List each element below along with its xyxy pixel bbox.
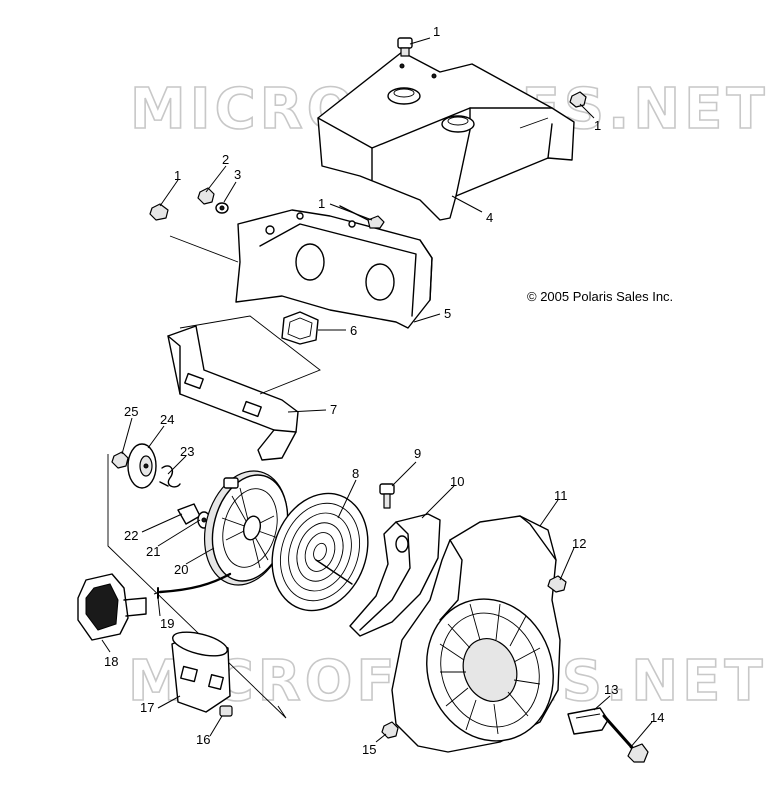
part-6-gasket: [281, 311, 319, 345]
callout-8: 8: [352, 466, 359, 481]
part-25-nut: [111, 451, 129, 469]
callout-22: 22: [124, 528, 138, 543]
part-17-cup: [171, 631, 231, 713]
callout-1-left: 1: [174, 168, 181, 183]
part-5-bracket: [235, 209, 433, 329]
callout-15: 15: [362, 742, 376, 757]
part-3-washer: [215, 202, 229, 214]
callout-21: 21: [146, 544, 160, 559]
callout-1-top: 1: [433, 24, 440, 39]
part-20-recoil-pulley: [203, 470, 289, 586]
part-16-nut: [219, 705, 233, 717]
part-9-bolt: [379, 483, 395, 509]
callout-4: 4: [486, 210, 493, 225]
callout-17: 17: [140, 700, 154, 715]
callout-19: 19: [160, 616, 174, 631]
callout-11: 11: [554, 488, 568, 503]
part-23-spring: [159, 465, 181, 488]
callout-16: 16: [196, 732, 210, 747]
part-2-nut: [197, 187, 215, 205]
callout-9: 9: [414, 446, 421, 461]
part-10-starter-bracket: [349, 513, 441, 637]
callout-3: 3: [234, 167, 241, 182]
callout-7: 7: [330, 402, 337, 417]
callout-14: 14: [650, 710, 664, 725]
copyright-text: © 2005 Polaris Sales Inc.: [527, 289, 673, 304]
callout-6: 6: [350, 323, 357, 338]
part-8-recoil-spring: [271, 492, 369, 612]
part-4-top-shield: [317, 51, 575, 221]
callout-2: 2: [222, 152, 229, 167]
callout-18: 18: [104, 654, 118, 669]
part-1-nut-right: [569, 91, 587, 108]
part-1-nut-left: [149, 203, 169, 221]
part-11-fan-housing: [391, 515, 561, 753]
part-14-bolt: [602, 714, 649, 763]
part-1-bolt-middle: [339, 205, 385, 229]
callout-1-right: 1: [594, 118, 601, 133]
callout-10: 10: [450, 474, 464, 489]
callout-25: 25: [124, 404, 138, 419]
callout-12: 12: [572, 536, 586, 551]
callout-13: 13: [604, 682, 618, 697]
callout-23: 23: [180, 444, 194, 459]
part-7-lower-bracket: [167, 325, 299, 461]
part-24-cam: [127, 443, 157, 489]
callout-20: 20: [174, 562, 188, 577]
callout-5: 5: [444, 306, 451, 321]
callout-24: 24: [160, 412, 174, 427]
callout-1-middle: 1: [318, 196, 325, 211]
part-12-nut: [547, 575, 567, 593]
part-18-starter-handle: [77, 573, 147, 641]
